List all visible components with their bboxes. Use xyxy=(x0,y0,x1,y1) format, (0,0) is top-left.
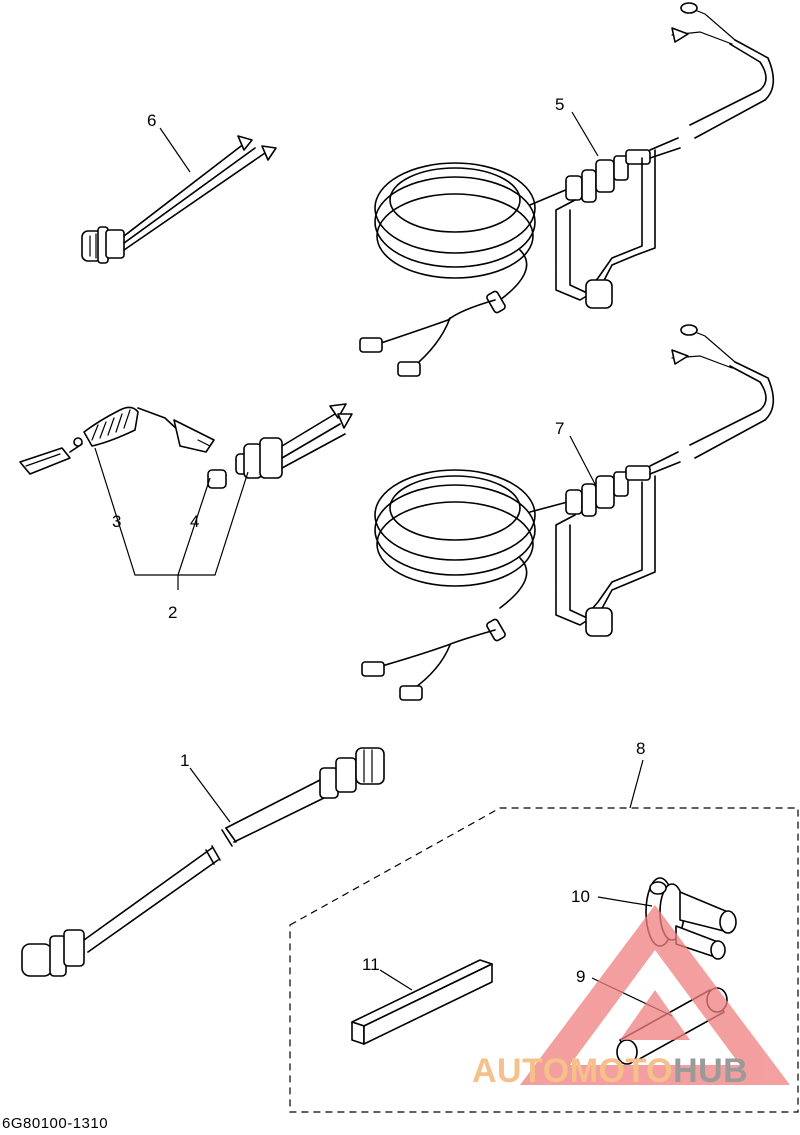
callout-1: 1 xyxy=(180,751,189,770)
callout-8: 8 xyxy=(636,739,645,758)
part-6-lead-wire xyxy=(81,135,277,264)
callout-9: 9 xyxy=(576,967,585,986)
watermark-text-a: AUTOMOTO xyxy=(472,1052,674,1090)
watermark-text: AUTOMOTOHUB xyxy=(472,1052,748,1091)
callout-7: 7 xyxy=(555,419,564,438)
callout-3: 3 xyxy=(112,512,121,531)
callout-2: 2 xyxy=(168,603,177,622)
diagram-code: 6G80100-1310 xyxy=(2,1115,109,1132)
callout-11: 11 xyxy=(362,955,380,974)
part-4-cap xyxy=(207,469,227,489)
part-8-kit-frame xyxy=(289,807,799,1113)
watermark-text-b: HUB xyxy=(673,1052,749,1090)
part-7-wire-harness xyxy=(361,324,775,701)
callout-10: 10 xyxy=(571,887,590,906)
part-5-wire-harness xyxy=(359,2,775,377)
part-1-extension-cable xyxy=(21,747,385,977)
callout-5: 5 xyxy=(555,95,564,114)
callout-4: 4 xyxy=(190,512,199,531)
part-2-switch-body xyxy=(235,403,353,479)
callout-6: 6 xyxy=(147,111,156,130)
part-3-lanyard xyxy=(19,406,215,475)
part-11-strip xyxy=(351,959,493,1045)
watermark-logo xyxy=(520,905,790,1085)
